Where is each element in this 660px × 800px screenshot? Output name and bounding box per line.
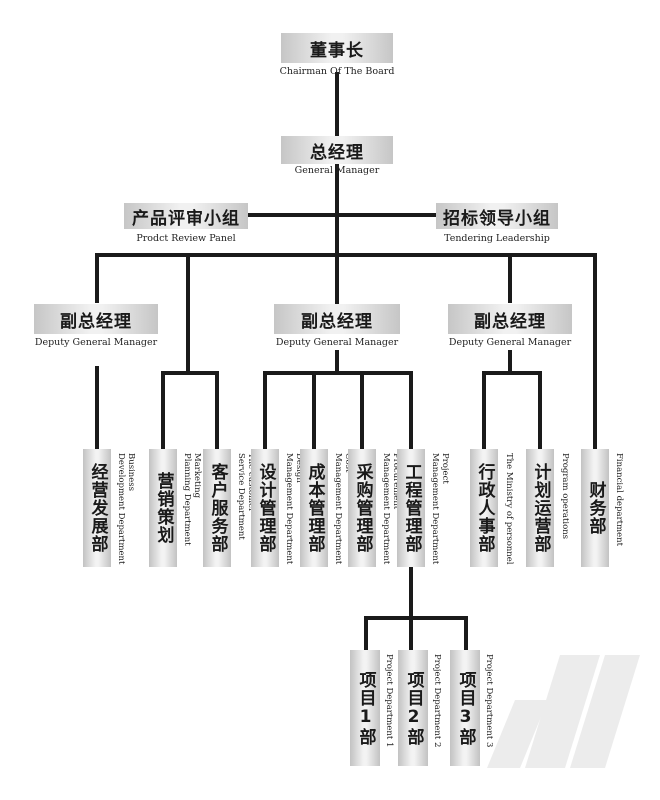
dept-subtitle: Procurement Management Department.	[381, 453, 401, 565]
dept-cost-management: 成本管理部	[300, 449, 328, 567]
dept-label: 设计管理部	[255, 463, 276, 553]
dept-subtitle: Financial department	[614, 453, 624, 547]
general-manager-label: 总经理	[310, 142, 364, 163]
deputy-gm-right-subtitle: Deputy General Manager	[448, 337, 572, 348]
dept-project-management: 工程管理部	[397, 449, 425, 567]
project-subtitle: Project Department 2	[432, 654, 442, 748]
background-decoration	[487, 655, 640, 768]
dept-label: 行政人事部	[474, 463, 495, 553]
chairman-label: 董事长	[310, 40, 364, 61]
general-manager-subtitle: General Manager	[294, 165, 380, 176]
dept-label: 营销策划	[153, 472, 174, 544]
project-dept-3: 项目3部	[450, 650, 480, 766]
dept-label: 经营发展部	[87, 463, 108, 553]
dept-marketing-planning: 营销策划	[149, 449, 177, 567]
dept-finance: 财务部	[581, 449, 609, 567]
review-panel-label: 产品评审小组	[132, 208, 240, 229]
chairman-box: 董事长	[281, 33, 393, 63]
dept-label: 财务部	[585, 481, 606, 535]
deputy-gm-mid-label: 副总经理	[301, 311, 373, 332]
connector-lines	[95, 72, 597, 650]
deputy-gm-left-subtitle: Deputy General Manager	[34, 337, 158, 348]
dept-subtitle: Business Development Department	[116, 453, 136, 565]
dept-subtitle: Project Management Department	[430, 453, 450, 565]
dept-procurement-management: 采购管理部	[348, 449, 376, 567]
dept-label: 采购管理部	[352, 463, 373, 553]
project-subtitle: Project Department 1	[384, 654, 394, 748]
dept-subtitle: Design Management Department	[284, 453, 304, 565]
project-subtitle: Project Department 3	[484, 654, 494, 748]
tendering-box: 招标领导小组	[436, 203, 558, 229]
dept-design-management: 设计管理部	[251, 449, 279, 567]
project-label: 项目3部	[455, 670, 476, 746]
dept-label: 客户服务部	[207, 463, 228, 553]
dept-customer-service: 客户服务部	[203, 449, 231, 567]
general-manager-box: 总经理	[281, 136, 393, 164]
project-dept-1: 项目1部	[350, 650, 380, 766]
dept-program-operations: 计划运营部	[526, 449, 554, 567]
dept-administration-personnel: 行政人事部	[470, 449, 498, 567]
project-label: 项目2部	[403, 670, 424, 746]
dept-label: 计划运营部	[530, 463, 551, 553]
dept-subtitle: Marketing Planning Department	[182, 453, 202, 546]
dept-label: 成本管理部	[304, 463, 325, 553]
review-panel-box: 产品评审小组	[124, 203, 248, 229]
dept-business-development: 经营发展部	[83, 449, 111, 567]
deputy-gm-left-label: 副总经理	[60, 311, 132, 332]
chairman-subtitle: Chairman Of The Board	[279, 66, 395, 77]
dept-subtitle: The Ministry of personnel	[504, 453, 514, 565]
project-label: 项目1部	[355, 670, 376, 746]
dept-subtitle: Program operations	[560, 453, 570, 540]
tendering-subtitle: Tendering Leadership	[444, 233, 550, 244]
deputy-gm-mid-subtitle: Deputy General Manager	[275, 337, 399, 348]
tendering-label: 招标领导小组	[443, 208, 551, 229]
deputy-gm-right-label: 副总经理	[474, 311, 546, 332]
deputy-gm-right-box: 副总经理	[448, 304, 572, 334]
deputy-gm-mid-box: 副总经理	[274, 304, 400, 334]
dept-label: 工程管理部	[401, 463, 422, 553]
project-dept-2: 项目2部	[398, 650, 428, 766]
deputy-gm-left-box: 副总经理	[34, 304, 158, 334]
review-panel-subtitle: Prodct Review Panel	[136, 233, 236, 244]
